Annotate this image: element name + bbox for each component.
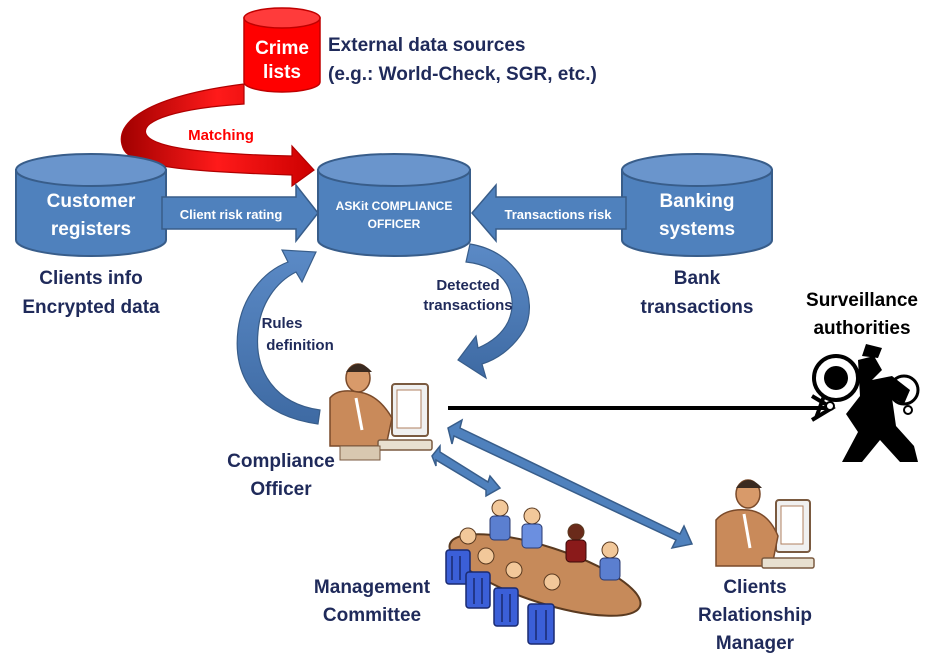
customer-registers-label-1: Customer <box>47 191 136 212</box>
compliance-officer-label-2: Officer <box>250 479 312 500</box>
external-sources-label-2: (e.g.: World-Check, SGR, etc.) <box>328 64 597 85</box>
committee-double-arrow <box>431 443 502 498</box>
compliance-officer-label-1: Compliance <box>227 451 335 472</box>
report-arrow <box>448 394 836 422</box>
management-committee-label-1: Management <box>314 577 431 598</box>
surveillance-label-2: authorities <box>813 318 910 339</box>
rules-definition-label-1: Rules <box>262 315 303 332</box>
bank-transactions-label-1: Bank <box>674 268 721 289</box>
bank-transactions-label-2: transactions <box>641 297 754 318</box>
rules-definition-label-2: definition <box>266 337 334 354</box>
matching-label: Matching <box>188 127 254 144</box>
management-committee-figure <box>445 499 642 645</box>
crime-lists-cylinder: Crime lists <box>243 7 321 93</box>
client-risk-label: Client risk rating <box>180 207 283 222</box>
relationship-manager-label-2: Relationship <box>698 605 812 626</box>
external-sources-label-1: External data sources <box>328 35 525 56</box>
client-risk-arrow: Client risk rating <box>161 182 319 244</box>
compliance-officer-figure <box>329 363 433 461</box>
detected-transactions-label-2: transactions <box>423 297 512 314</box>
transactions-risk-arrow: Transactions risk <box>471 182 627 244</box>
compliance-system-label-2: OFFICER <box>368 217 421 231</box>
manager-double-arrow <box>447 418 694 550</box>
relationship-manager-label-3: Manager <box>716 633 795 654</box>
detective-icon <box>812 344 920 462</box>
customer-registers-cylinder: Customer registers <box>15 153 167 257</box>
detected-transactions-arrow: Detected transactions <box>423 243 530 380</box>
clients-info-label-2: Encrypted data <box>22 297 160 318</box>
banking-systems-label-1: Banking <box>660 191 735 212</box>
customer-registers-label-2: registers <box>51 219 131 240</box>
relationship-manager-figure <box>715 479 815 569</box>
clients-info-label-1: Clients info <box>39 268 142 289</box>
transactions-risk-label: Transactions risk <box>505 207 613 222</box>
matching-arrow: Matching <box>120 83 315 188</box>
relationship-manager-label-1: Clients <box>723 577 786 598</box>
compliance-system-label-1: ASKit COMPLIANCE <box>336 199 453 213</box>
crime-lists-label-1: Crime <box>255 38 309 59</box>
crime-lists-label-2: lists <box>263 62 301 83</box>
banking-systems-cylinder: Banking systems <box>621 153 773 257</box>
banking-systems-label-2: systems <box>659 219 735 240</box>
rules-definition-arrow: Rules definition <box>236 249 334 425</box>
management-committee-label-2: Committee <box>323 605 421 626</box>
compliance-system-cylinder: ASKit COMPLIANCE OFFICER <box>317 153 471 257</box>
surveillance-label-1: Surveillance <box>806 290 918 311</box>
detected-transactions-label-1: Detected <box>436 277 499 294</box>
